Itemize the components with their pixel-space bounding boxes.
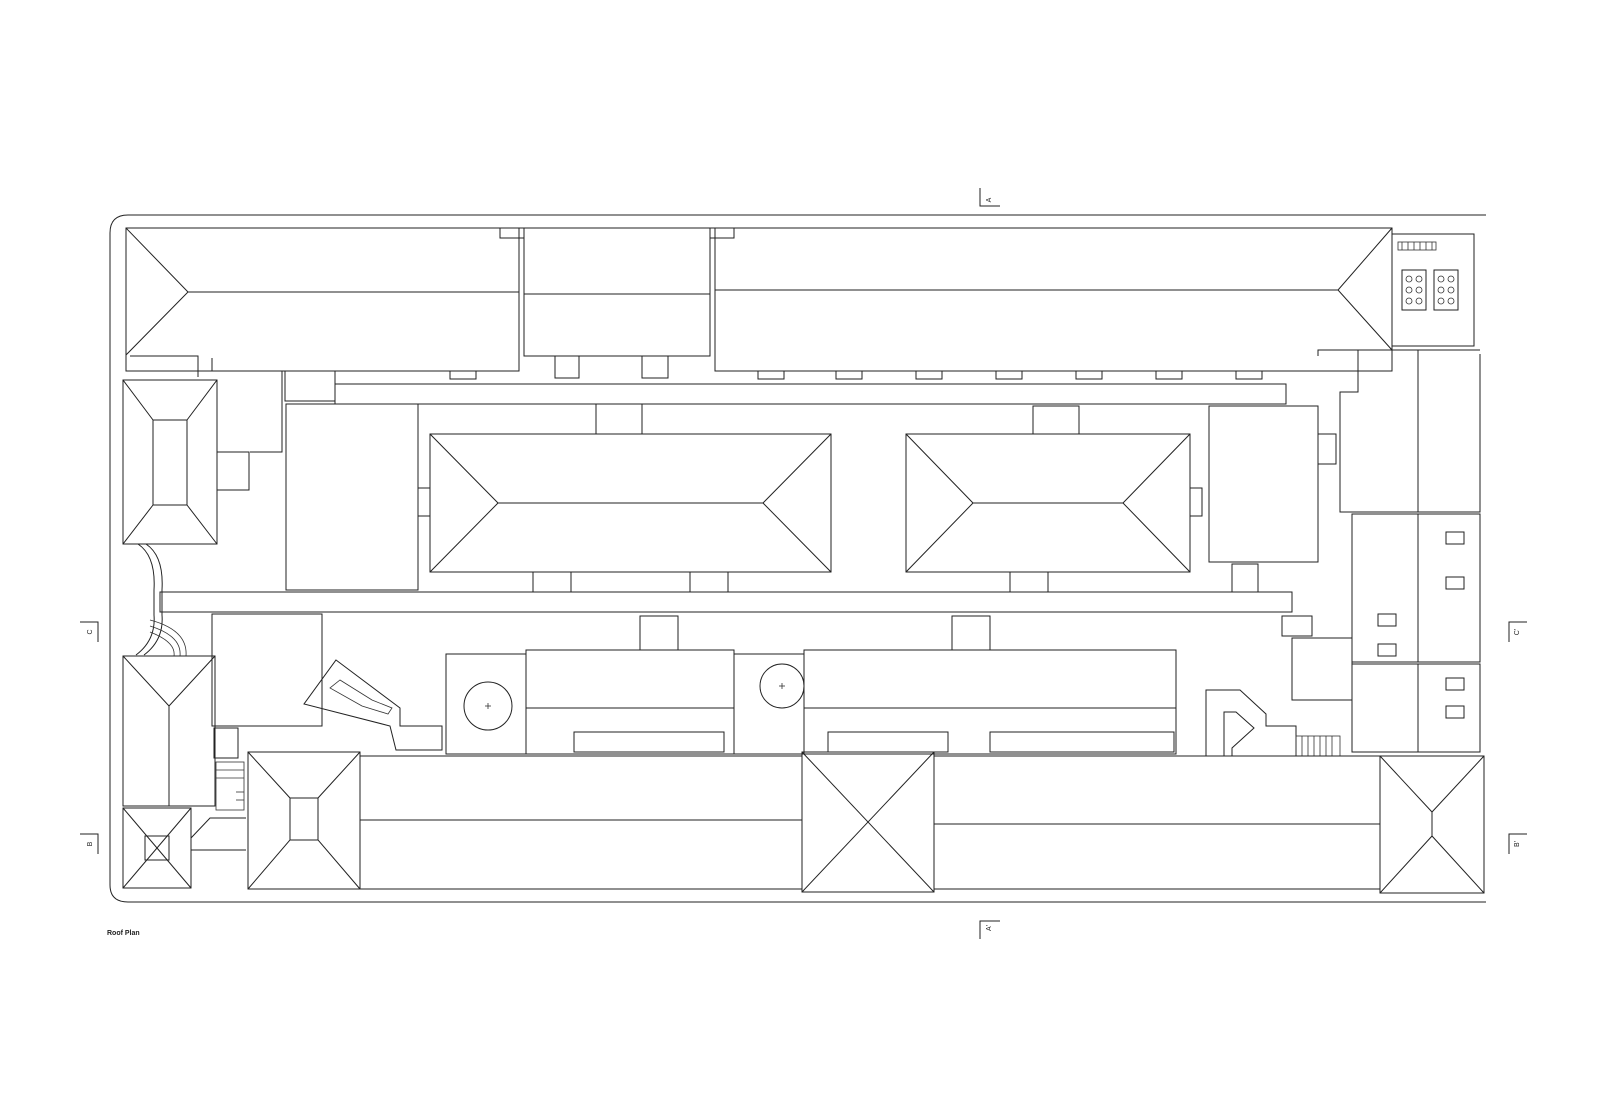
- west-hip-roof-north: [122, 379, 218, 545]
- north-corridor-roof: [334, 383, 1287, 405]
- svg-text:A': A': [986, 925, 993, 931]
- section-marker-a-bottom: A': [979, 920, 1000, 939]
- section-marker-b-right: B': [1508, 833, 1527, 854]
- section-marker-a-top: A: [979, 188, 1000, 207]
- west-small-pyramid-roof: [122, 807, 192, 889]
- svg-text:B: B: [87, 841, 94, 846]
- hip-roof-center-east: [905, 405, 1203, 593]
- west-links: [130, 355, 336, 491]
- section-marker-b-left: B: [80, 833, 99, 854]
- courtyard-center: [733, 653, 805, 755]
- west-court-block: [211, 613, 443, 751]
- site-boundary: [109, 214, 1486, 903]
- flat-roof-block-center-west: [525, 615, 735, 755]
- east-annex-upper: [1317, 349, 1481, 513]
- south-gable-roof-west: [359, 755, 803, 890]
- hip-roof-center-west: [417, 403, 832, 593]
- svg-text:C: C: [87, 629, 94, 634]
- west-flat-roof: [285, 403, 419, 591]
- south-gable-roof-east: [933, 755, 1381, 890]
- mechanical-enclosure: [1391, 233, 1475, 347]
- section-marker-c-right: C': [1508, 621, 1527, 642]
- drawing-caption: Roof Plan: [107, 930, 140, 937]
- south-pyramid-roof-west: [247, 751, 361, 890]
- north-hip-roof-east: [714, 227, 1393, 372]
- svg-text:B': B': [1514, 841, 1521, 847]
- courtyard-west: [445, 653, 527, 755]
- north-gable-roof-center: [499, 227, 735, 357]
- east-annex-lower: [1281, 513, 1481, 753]
- north-hip-roof-west: [125, 227, 520, 372]
- roof-vents-north: [449, 355, 1263, 380]
- flat-roof-block-center-east: [803, 615, 1177, 755]
- south-pyramid-roof-center: [801, 751, 935, 893]
- east-court-stair: [1205, 689, 1341, 757]
- south-pyramid-roof-east: [1379, 755, 1485, 894]
- svg-text:A: A: [986, 197, 993, 202]
- east-flat-roof: [1208, 405, 1337, 593]
- south-corridor-roof: [159, 591, 1293, 613]
- curved-stair-path: [135, 543, 187, 657]
- section-marker-c-left: C: [80, 621, 99, 642]
- west-stair-details: [190, 727, 246, 851]
- west-hip-roof-south: [122, 655, 216, 807]
- svg-text:C': C': [1514, 629, 1521, 635]
